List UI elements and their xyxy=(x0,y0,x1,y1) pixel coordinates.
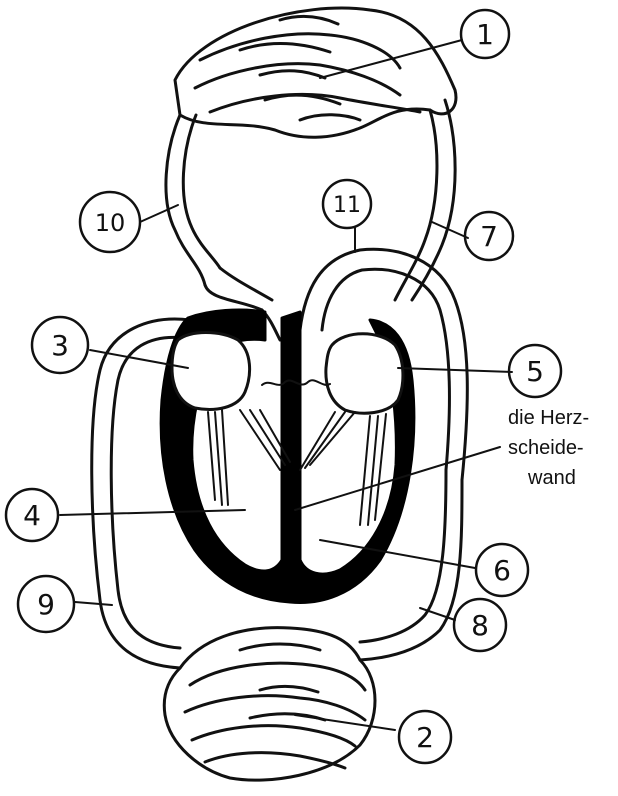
label-11: 11 xyxy=(333,193,361,218)
right-atrium-shape xyxy=(172,333,250,410)
septum-label-line-2: scheide- xyxy=(508,437,584,459)
label-10: 10 xyxy=(95,209,126,237)
label-8: 8 xyxy=(471,609,489,642)
label-3: 3 xyxy=(51,329,69,362)
label-5: 5 xyxy=(526,355,544,388)
label-7: 7 xyxy=(480,220,498,253)
label-1: 1 xyxy=(476,18,494,51)
left-atrium-shape xyxy=(326,334,403,413)
body-capillaries xyxy=(164,628,375,781)
lung-capillaries xyxy=(175,8,456,137)
label-9: 9 xyxy=(37,588,55,621)
label-6: 6 xyxy=(493,554,511,587)
pulmonary-circulation xyxy=(166,100,467,480)
label-4: 4 xyxy=(23,499,41,532)
septum-label: die Herz- scheide- wand xyxy=(508,407,589,489)
septum-label-line-1: die Herz- xyxy=(508,407,589,429)
label-2: 2 xyxy=(416,721,434,754)
septum-label-line-3: wand xyxy=(527,467,576,489)
